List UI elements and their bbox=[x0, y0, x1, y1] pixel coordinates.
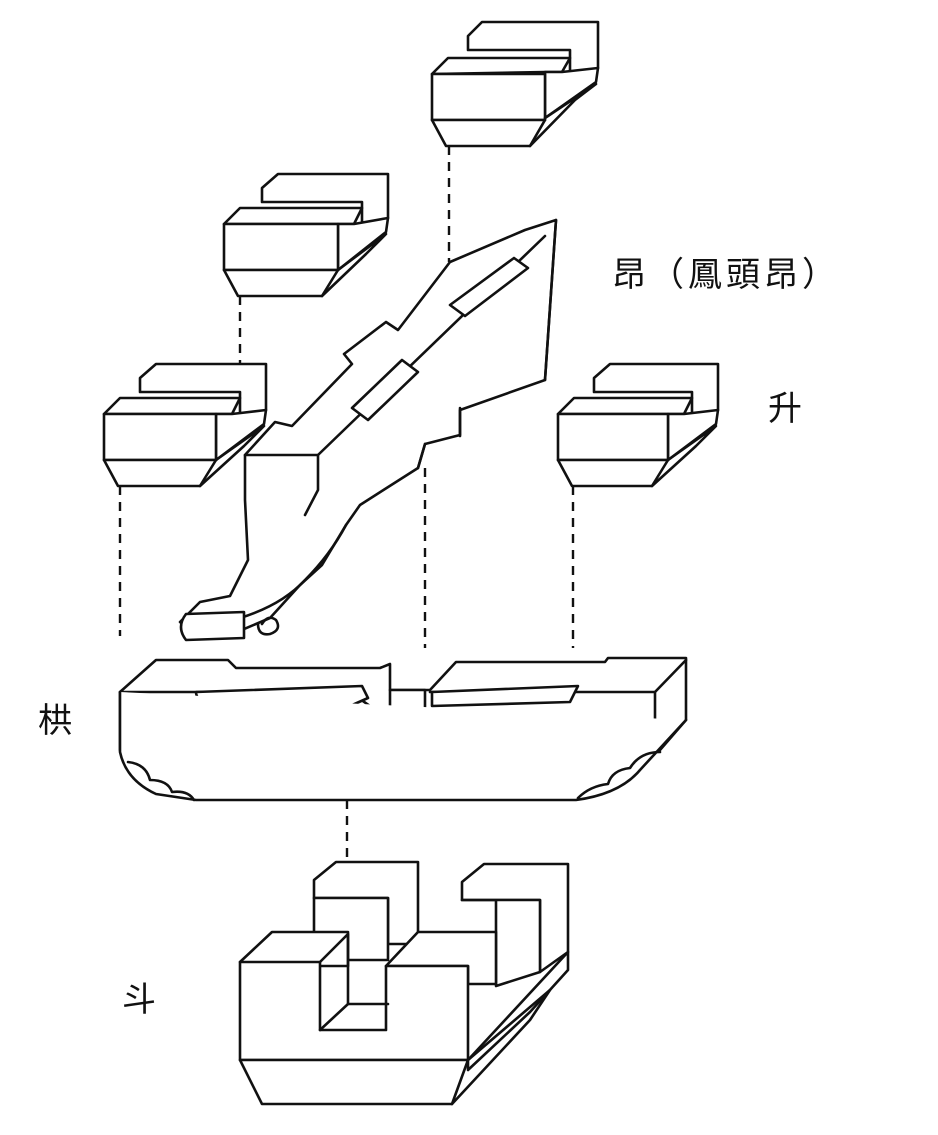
sheng-right bbox=[556, 362, 720, 488]
dou-block bbox=[238, 860, 570, 1106]
label-gong: 栱 bbox=[38, 701, 72, 741]
label-ang: 昂（鳳頭昂） bbox=[612, 255, 840, 295]
sheng-upper-left bbox=[222, 172, 390, 298]
sheng-mid-left bbox=[102, 362, 268, 488]
gong-arm bbox=[118, 656, 688, 802]
ang-arm bbox=[178, 218, 558, 642]
label-dou: 斗 bbox=[122, 980, 156, 1020]
label-sheng: 升 bbox=[768, 389, 802, 429]
sheng-top bbox=[430, 20, 600, 148]
